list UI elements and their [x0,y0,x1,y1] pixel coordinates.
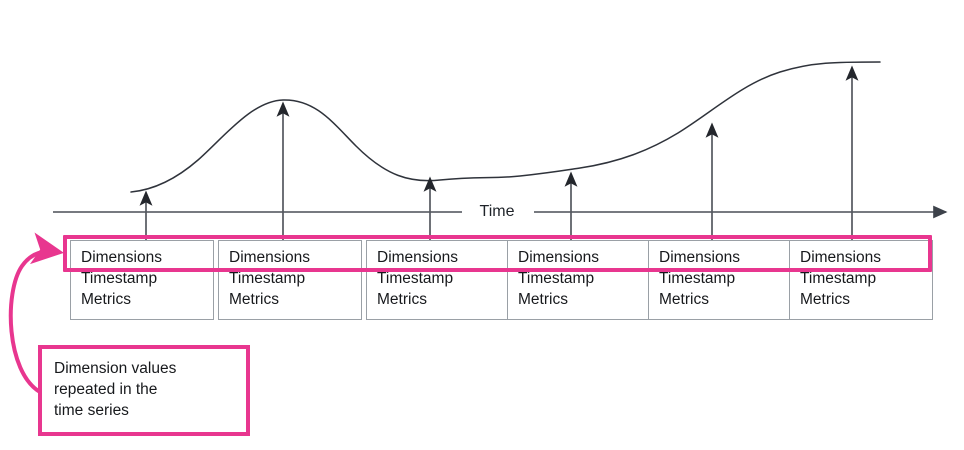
record-field-dimensions: Dimensions [800,249,881,266]
dimensions-row-highlight [63,235,932,272]
callout-line-1: Dimension values [54,360,177,377]
record-field-metrics: Metrics [229,291,279,308]
record-field-metrics: Metrics [81,291,131,308]
callout-line-3: time series [54,402,129,419]
record-field-timestamp: Timestamp [81,270,158,287]
record-field-timestamp: Timestamp [518,270,595,287]
dimension-values-callout: Dimension values repeated in the time se… [38,345,250,436]
record-box[interactable]: Dimensions Timestamp Metrics [789,240,933,320]
record-field-dimensions: Dimensions [659,249,740,266]
record-field-dimensions: Dimensions [81,249,162,266]
metric-curve [130,61,881,193]
record-field-timestamp: Timestamp [659,270,736,287]
record-box[interactable]: Dimensions Timestamp Metrics [70,240,214,320]
record-box[interactable]: Dimensions Timestamp Metrics [366,240,510,320]
record-field-timestamp: Timestamp [800,270,877,287]
sample-arrow-group [139,65,859,240]
record-field-dimensions: Dimensions [518,249,599,266]
record-field-metrics: Metrics [518,291,568,308]
record-field-metrics: Metrics [800,291,850,308]
record-field-dimensions: Dimensions [229,249,310,266]
record-field-metrics: Metrics [659,291,709,308]
record-box[interactable]: Dimensions Timestamp Metrics [218,240,362,320]
callout-line-2: repeated in the [54,381,158,398]
axis-label-time: Time [470,204,524,220]
record-field-timestamp: Timestamp [229,270,306,287]
record-box[interactable]: Dimensions Timestamp Metrics [648,240,792,320]
record-box[interactable]: Dimensions Timestamp Metrics [507,240,651,320]
record-field-metrics: Metrics [377,291,427,308]
record-field-timestamp: Timestamp [377,270,454,287]
record-field-dimensions: Dimensions [377,249,458,266]
callout-connector-arrow [8,232,64,394]
